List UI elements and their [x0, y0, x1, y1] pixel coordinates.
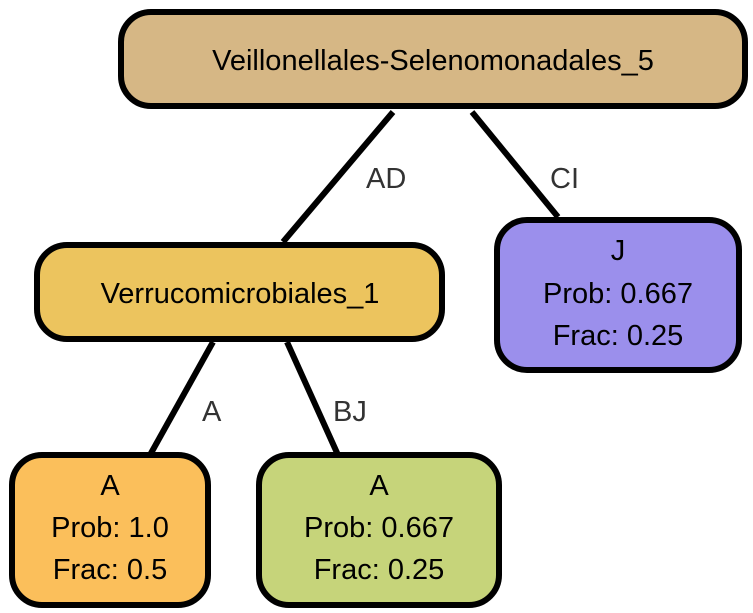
leaf-node-a1-prob: Prob: 1.0 [51, 512, 169, 544]
leaf-node-a2-frac: Frac: 0.25 [314, 554, 445, 586]
node-verrucomicrobiales-box [34, 242, 445, 342]
node-root-label: Veillonellales-Selenomonadales_5 [212, 45, 654, 77]
node-root: Veillonellales-Selenomonadales_5 [118, 9, 748, 109]
leaf-node-j: J Prob: 0.667 Frac: 0.25 [494, 217, 742, 373]
edge-label-a: A [202, 396, 222, 428]
edge-label-ci: CI [550, 163, 579, 195]
leaf-node-j-frac: Frac: 0.25 [553, 320, 684, 352]
leaf-node-a2: A Prob: 0.667 Frac: 0.25 [256, 452, 502, 608]
edge-label-ad: AD [366, 163, 406, 195]
leaf-node-a1: A Prob: 1.0 Frac: 0.5 [9, 452, 211, 608]
edge-root-to-leaf-j [469, 110, 561, 219]
leaf-node-a1-frac: Frac: 0.5 [53, 554, 167, 586]
leaf-node-j-class: J [611, 235, 626, 267]
edge-label-bj: BJ [333, 396, 367, 428]
leaf-node-a1-box [9, 452, 211, 608]
leaf-node-j-box [494, 217, 742, 373]
node-verrucomicrobiales-label: Verrucomicrobiales_1 [101, 278, 380, 310]
edge-root-to-verrucomicrobiales [280, 110, 396, 244]
leaf-node-a1-class: A [100, 470, 120, 502]
leaf-node-a2-class: A [369, 470, 389, 502]
node-root-box [118, 9, 748, 109]
edge-verrucomicrobiales-to-leaf-a2 [284, 340, 341, 457]
leaf-node-a2-prob: Prob: 0.667 [304, 512, 454, 544]
leaf-node-a2-box [256, 452, 502, 608]
leaf-node-j-prob: Prob: 0.667 [543, 278, 693, 310]
edge-verrucomicrobiales-to-leaf-a1 [147, 340, 216, 457]
node-verrucomicrobiales: Verrucomicrobiales_1 [34, 242, 445, 342]
